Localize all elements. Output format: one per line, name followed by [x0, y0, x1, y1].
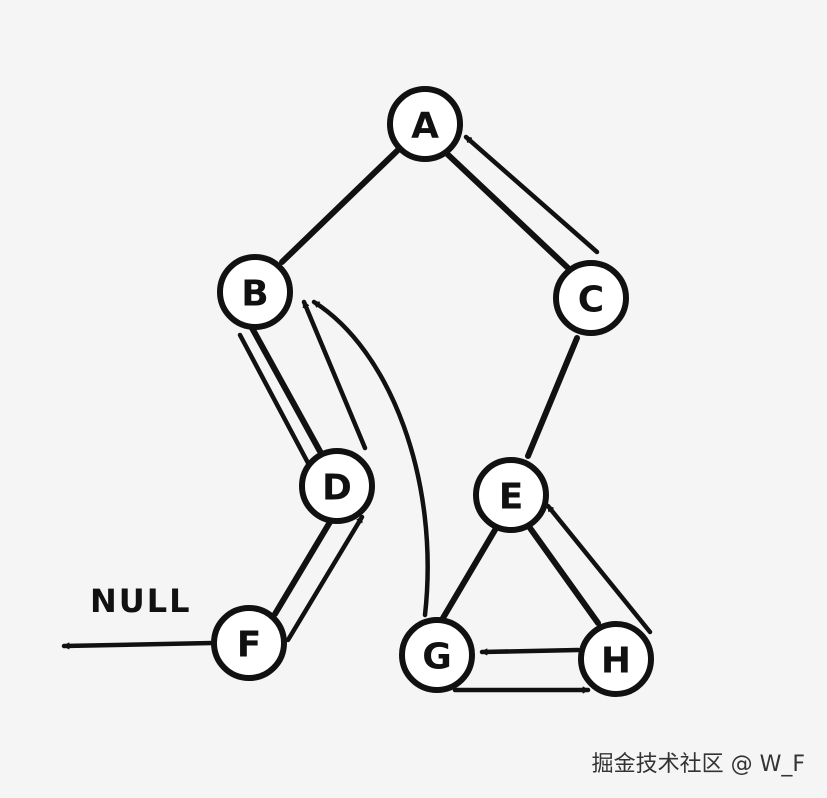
thread-arrow-g-to-b [311, 299, 430, 618]
tree-edge-a-b [279, 147, 401, 265]
thread-arrows [61, 134, 653, 694]
tree-edge-a-c [440, 147, 571, 271]
tree-edge-d-f [272, 519, 333, 617]
node-h: H [578, 621, 654, 697]
tree-edges [249, 147, 601, 626]
thread-arrow-b-to-d [237, 332, 319, 481]
node-g-label: G [422, 637, 452, 678]
node-f-label: F [237, 625, 262, 666]
node-a-label: A [411, 106, 439, 147]
thread-arrow-f-to-null [61, 640, 215, 650]
thread-arrow-h-to-g [479, 647, 581, 656]
node-d-label: D [322, 468, 352, 509]
node-a: A [387, 86, 463, 162]
node-c-label: C [578, 280, 604, 321]
tree-edge-c-e [525, 335, 580, 459]
node-b: B [217, 254, 293, 330]
tree-edge-b-d [249, 325, 325, 458]
thread-arrow-c-to-a [463, 134, 600, 255]
node-e-label: E [499, 477, 524, 518]
node-c: C [553, 260, 629, 336]
node-f: F [211, 605, 287, 681]
null-label: NULL [90, 582, 192, 620]
thread-arrow-f-to-d [285, 514, 365, 643]
node-d: D [299, 448, 375, 524]
node-h-label: H [601, 641, 631, 682]
watermark: 掘金技术社区 @ W_F [591, 752, 805, 777]
node-b-label: B [241, 274, 268, 315]
tree-nodes: A B C D E F G [211, 86, 654, 697]
node-e: E [473, 457, 549, 533]
node-g: G [399, 617, 475, 693]
tree-edge-e-g [440, 527, 498, 621]
thread-arrow-h-to-e [545, 503, 653, 635]
tree-edge-e-h [527, 525, 601, 626]
thread-arrow-d-to-b [301, 299, 368, 451]
